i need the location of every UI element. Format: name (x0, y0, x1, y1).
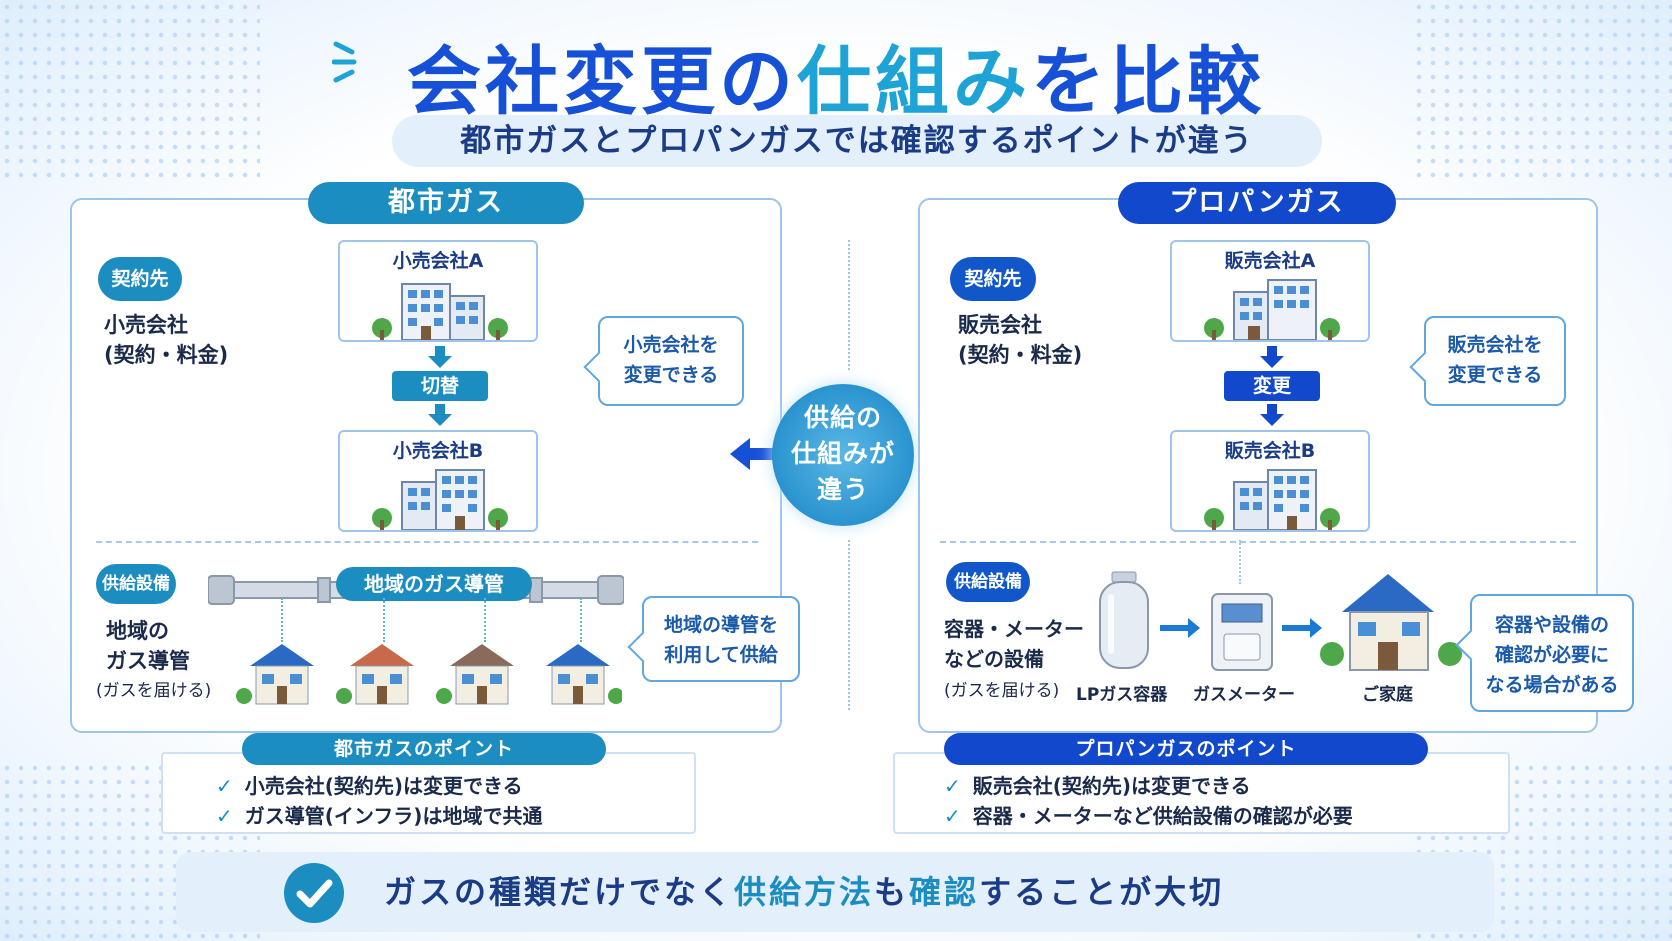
contract-pill: 契約先 (950, 257, 1036, 301)
supply-pill: 供給設備 (96, 564, 176, 604)
arrow-down-icon (1260, 404, 1284, 426)
center-badge: 供給の仕組みが違う (772, 384, 914, 526)
contract-label: 小売会社(契約・料金) (104, 313, 229, 367)
point-item: ✓容器・メーターなど供給設備の確認が必要 (944, 804, 1353, 828)
callout-switchable: 小売会社を変更できる (598, 316, 744, 406)
supply-label: 容器・メーターなどの設備 (944, 617, 1084, 671)
company-card-a: 販売会社A (1170, 240, 1370, 342)
company-card-b: 小売会社B (338, 430, 538, 532)
propane-points-tab: プロパンガスのポイント (944, 733, 1428, 765)
conclusion-text: ガスの種類だけでなく供給方法も確認することが大切 (384, 873, 1225, 911)
check-icon: ✓ (216, 804, 233, 828)
houses-icon (236, 644, 622, 705)
callout-pipe: 地域の導管を利用して供給 (642, 596, 800, 682)
page-title: 会社変更の仕組みを比較 (407, 39, 1265, 125)
check-icon: ✓ (216, 774, 233, 798)
contract-pill: 契約先 (98, 257, 182, 301)
gas-meter-label: ガスメーター (1193, 685, 1295, 705)
decor-dots (0, 0, 260, 180)
change-label: 変更 (1224, 371, 1320, 401)
decor-dots (1412, 0, 1672, 180)
arrow-down-icon (428, 404, 452, 426)
switch-label: 切替 (392, 371, 488, 401)
supply-pill: 供給設備 (946, 562, 1030, 602)
pipe-label: 地域のガス導管 (336, 567, 532, 601)
lp-gas-cylinder-icon (1099, 571, 1149, 669)
divider (940, 541, 1576, 543)
sparkle-icon (332, 41, 357, 83)
arrow-down-icon (428, 346, 452, 368)
company-card-a: 小売会社A (338, 240, 538, 342)
building-icon (1204, 469, 1340, 530)
arrow-right-icon (1160, 618, 1200, 638)
supply-line (281, 598, 283, 642)
home-label: ご家庭 (1362, 685, 1413, 705)
home-icon (1320, 574, 1462, 671)
check-icon: ✓ (944, 774, 961, 798)
gas-meter-icon (1211, 593, 1273, 671)
arrow-left-icon (730, 438, 774, 470)
propane-tab: プロパンガス (1118, 182, 1396, 224)
center-divider (848, 540, 850, 710)
supply-line (383, 598, 385, 642)
supply-note: (ガスを届ける) (944, 681, 1060, 701)
arrow-down-icon (1260, 346, 1284, 368)
check-circle-icon (284, 863, 344, 923)
contract-label: 販売会社(契約・料金) (958, 313, 1083, 367)
company-card-b: 販売会社B (1170, 430, 1370, 532)
city-gas-points (161, 752, 696, 834)
building-icon (372, 283, 508, 340)
building-icon (1204, 279, 1340, 340)
conclusion-banner: ガスの種類だけでなく供給方法も確認することが大切 (176, 852, 1494, 932)
arrow-right-icon (1282, 618, 1322, 638)
check-icon: ✓ (944, 804, 961, 828)
city-gas-points-tab: 都市ガスのポイント (242, 733, 606, 765)
supply-label: 地域のガス導管 (106, 619, 190, 673)
lp-gas-label: LPガス容器 (1076, 685, 1168, 705)
supply-line (580, 598, 582, 642)
supply-note: (ガスを届ける) (96, 681, 212, 701)
page-subtitle: 都市ガスとプロパンガスでは確認するポイントが違う (392, 115, 1322, 167)
point-item: ✓小売会社(契約先)は変更できる (216, 774, 523, 798)
divider (96, 541, 758, 543)
city-gas-tab: 都市ガス (308, 182, 584, 224)
building-icon (372, 469, 508, 530)
connector-line (1239, 540, 1241, 584)
callout-equipment: 容器や設備の確認が必要になる場合がある (1470, 594, 1634, 712)
supply-line (484, 598, 486, 642)
point-item: ✓販売会社(契約先)は変更できる (944, 774, 1251, 798)
center-divider (848, 240, 850, 370)
callout-changeable: 販売会社を変更できる (1424, 316, 1566, 406)
point-item: ✓ガス導管(インフラ)は地域で共通 (216, 804, 543, 828)
